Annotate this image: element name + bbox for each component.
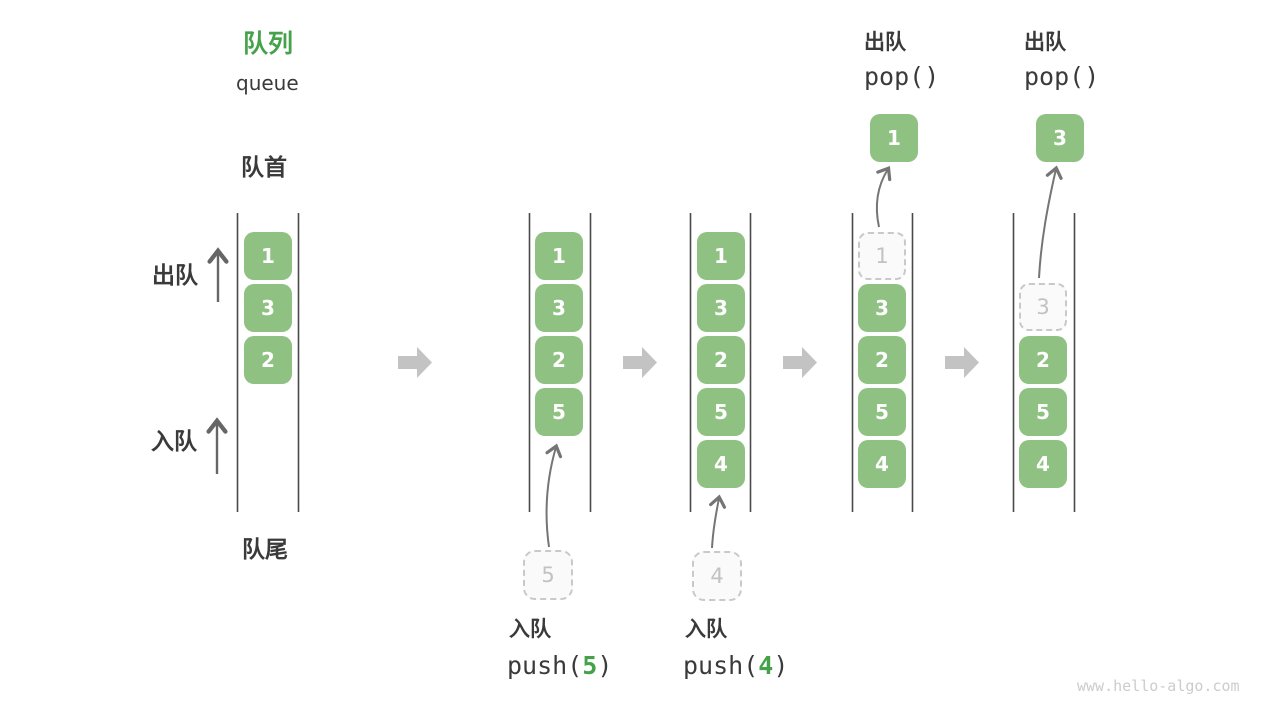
code-close: ): [773, 651, 789, 680]
pending-element: 5: [523, 550, 573, 600]
push-op-label: 入队: [509, 617, 551, 641]
queue-element-ghost: 3: [1019, 283, 1067, 331]
queue-element: 1: [244, 232, 292, 280]
pending-element: 4: [692, 551, 742, 601]
push-op-code: push(4): [683, 652, 788, 680]
step-arrow-icon: [783, 347, 817, 378]
label-queue-rear: 队尾: [242, 537, 288, 563]
code-fn: push(: [683, 651, 759, 680]
pop-op-label: 出队: [864, 30, 906, 54]
queue-element: 3: [697, 284, 745, 332]
queue-element: 2: [1019, 336, 1067, 384]
step-arrow-icon: [945, 347, 979, 378]
push-op-code: push(5): [507, 652, 612, 680]
pop-op-code: pop(): [864, 62, 940, 91]
code-arg: 4: [758, 651, 774, 680]
push-op-label: 入队: [685, 617, 727, 641]
queue-element: 3: [244, 284, 292, 332]
code-arg: 5: [582, 651, 598, 680]
label-enqueue-side: 入队: [151, 429, 197, 455]
queue-element-ghost: 1: [858, 232, 906, 280]
queue-element: 4: [1019, 440, 1067, 488]
step-arrow-icon: [398, 347, 432, 378]
queue-element: 3: [535, 284, 583, 332]
queue-element: 5: [697, 388, 745, 436]
queue-element: 5: [535, 388, 583, 436]
queue-element: 4: [858, 440, 906, 488]
step-arrow-icon: [623, 347, 657, 378]
queue-element: 1: [697, 232, 745, 280]
queue-element: 2: [244, 336, 292, 384]
label-dequeue-side: 出队: [152, 263, 198, 289]
site-watermark: www.hello-algo.com: [1077, 677, 1240, 695]
label-queue-front: 队首: [241, 155, 287, 181]
pop-arrow-icon: [1038, 165, 1063, 279]
queue-element: 1: [535, 232, 583, 280]
queue-element: 4: [697, 440, 745, 488]
page-title: 队列: [243, 29, 294, 58]
queue-element: 2: [697, 336, 745, 384]
code-close: ): [597, 651, 613, 680]
queue-element: 5: [858, 388, 906, 436]
pop-op-code: pop(): [1024, 62, 1100, 91]
queue-channel-walls: [236, 213, 1076, 512]
step-arrows: [398, 347, 979, 378]
popped-element: 1: [870, 114, 918, 162]
code-fn: push(: [507, 651, 583, 680]
page-subtitle: queue: [236, 71, 299, 95]
queue-element: 5: [1019, 388, 1067, 436]
pop-op-label: 出队: [1024, 30, 1066, 54]
popped-element: 3: [1036, 114, 1084, 162]
queue-element: 2: [858, 336, 906, 384]
pop-arrow-icon: [875, 165, 892, 228]
push-arrow-icon: [545, 443, 563, 548]
push-arrow-icon: [709, 494, 727, 549]
queue-element: 2: [535, 336, 583, 384]
queue-element: 3: [858, 284, 906, 332]
